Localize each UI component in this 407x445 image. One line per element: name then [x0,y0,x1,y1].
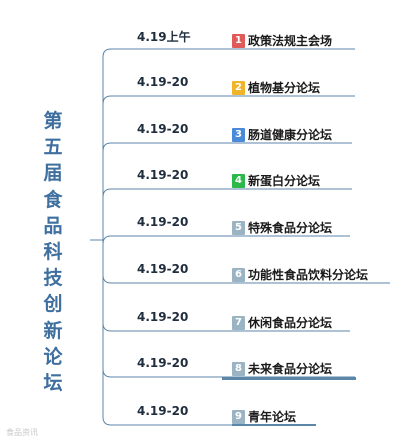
branch-date: 4.19上午 [137,30,191,44]
forum-title-char: 论 [43,345,63,368]
forum-title-char: 届 [43,162,63,185]
number-badge: 6 [232,267,245,282]
forum-title-char: 品 [43,214,63,237]
number-badge: 4 [232,173,245,188]
forum-title-char: 科 [43,241,63,264]
number-badge: 3 [232,127,245,142]
forum-name: 未来食品分论坛 [248,362,333,376]
branch-date: 4.19-20 [137,262,189,276]
branch-connector [102,240,315,426]
number-badge: 1 [232,33,245,48]
number-badge: 7 [232,315,245,330]
branch-date: 4.19-20 [137,168,189,182]
forum-title-char: 技 [43,267,63,290]
branch-connector [102,48,355,240]
branch-date: 4.19-20 [137,75,189,89]
branch-date: 4.19-20 [137,215,189,229]
number-badge: 8 [232,361,245,376]
branch-date: 4.19-20 [137,404,189,418]
forum-title-char: 第 [43,110,63,132]
forum-title-char: 创 [43,293,63,316]
forum-title-char: 新 [43,319,63,342]
number-badge: 5 [232,220,245,235]
branch-connector [102,188,352,240]
forum-name: 青年论坛 [248,410,297,424]
highlight-underline-9 [232,424,316,426]
forum-name: 休闲食品分论坛 [248,316,333,330]
watermark-text: 食品资讯 [6,428,38,437]
highlight-underline-8 [222,377,356,380]
forum-name: 新蛋白分论坛 [248,174,321,188]
forum-title: 第五届食品科技创新论坛 [38,108,68,396]
forum-name: 植物基分论坛 [248,81,321,95]
branch-date: 4.19-20 [137,356,189,370]
branch-connector [102,142,352,240]
branch-date: 4.19-20 [137,310,189,324]
forum-title-char: 五 [43,136,63,159]
forum-name: 功能性食品饮料分论坛 [248,268,369,282]
number-badge: 2 [232,80,245,95]
forum-title-char: 坛 [43,372,63,395]
forum-name: 政策法规主会场 [248,34,333,48]
branch-date: 4.19-20 [137,122,189,136]
branch-connector [102,95,355,240]
forum-name: 肠道健康分论坛 [248,128,333,142]
forum-title-char: 食 [43,188,63,211]
number-badge: 9 [232,409,245,424]
forum-name: 特殊食品分论坛 [248,221,333,235]
